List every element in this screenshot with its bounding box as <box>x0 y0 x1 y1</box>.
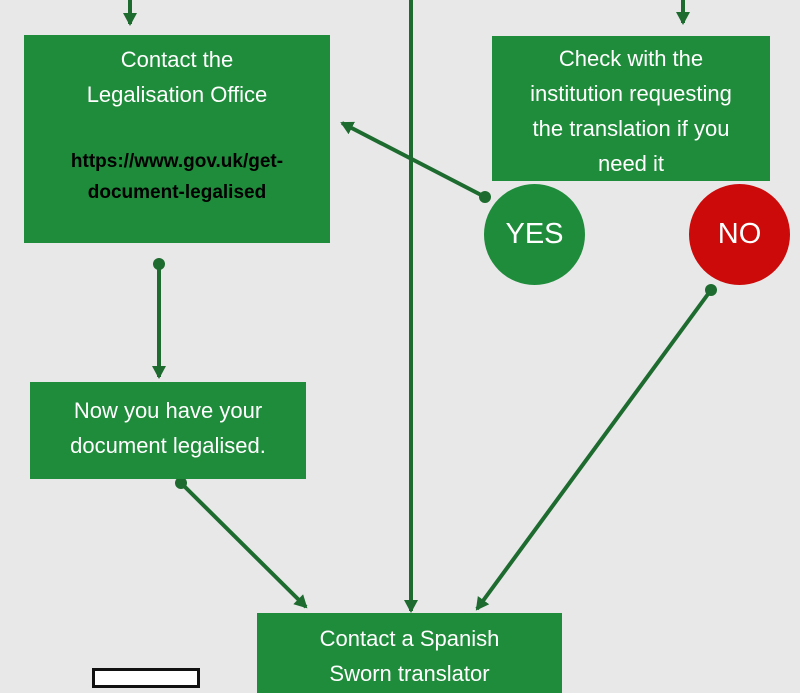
partial-badge-frame <box>92 668 200 688</box>
document-legalised-box: Now you have your document legalised. <box>30 382 306 479</box>
legalisation-office-box: Contact the Legalisation Office https://… <box>24 35 330 243</box>
sworn-translator-box: Contact a Spanish Sworn translator <box>257 613 562 693</box>
sworn-translator-line1: Contact a Spanish <box>319 626 500 651</box>
arrow-no-to-translator <box>475 288 713 611</box>
arrow-legalised-to-translator <box>179 481 308 609</box>
document-legalised-line1: Now you have your <box>73 398 263 423</box>
legalisation-office-url-line2: document-legalised <box>87 182 267 203</box>
connector-dot-legalised <box>175 477 187 489</box>
legalisation-office-url[interactable]: https://www.gov.uk/get- document-legalis… <box>24 146 330 208</box>
check-institution-line2: institution requesting <box>530 81 732 106</box>
connector-dot-legalisation <box>153 258 165 270</box>
yes-decision-node: YES <box>484 184 585 285</box>
legalisation-office-url-line1: https://www.gov.uk/get- <box>70 151 284 172</box>
document-legalised-line2: document legalised. <box>70 433 266 458</box>
connector-dot-no <box>705 284 717 296</box>
check-institution-line1: Check with the <box>558 46 704 71</box>
check-institution-line4: need it <box>597 151 665 176</box>
legalisation-office-line1: Contact the <box>120 47 234 72</box>
sworn-translator-line2: Sworn translator <box>329 661 490 686</box>
check-institution-box: Check with the institution requesting th… <box>492 36 770 181</box>
connector-layer <box>123 0 717 613</box>
legalisation-office-line2: Legalisation Office <box>86 82 268 107</box>
connector-dot-yes <box>479 191 491 203</box>
no-decision-node: NO <box>689 184 790 285</box>
check-institution-line3: the translation if you <box>532 116 730 141</box>
arrow-yes-to-legalisation <box>340 121 486 199</box>
